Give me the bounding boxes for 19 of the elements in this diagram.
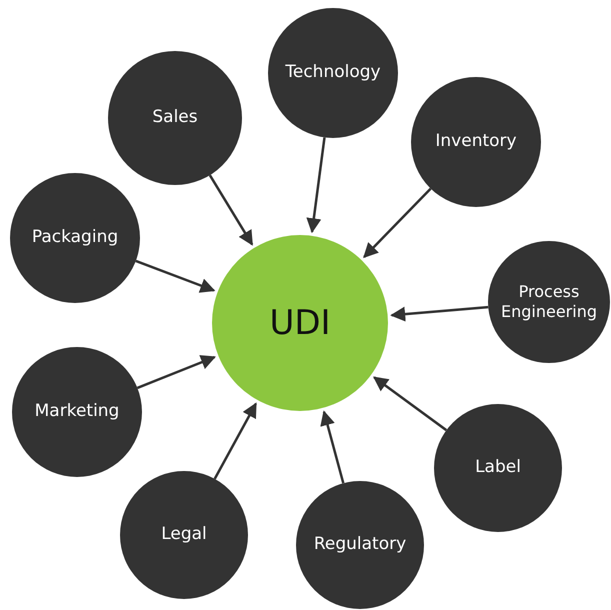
topic-label: Packaging xyxy=(32,227,118,249)
topic-label: Regulatory xyxy=(314,534,406,556)
topic-label: Inventory xyxy=(435,131,517,153)
topic-label: Legal xyxy=(161,524,207,546)
arrow xyxy=(320,410,344,484)
arrow xyxy=(208,174,254,246)
arrow xyxy=(135,260,216,293)
arrow xyxy=(306,137,326,234)
arrow xyxy=(136,355,216,390)
topic-label: Label xyxy=(475,457,521,479)
center-label: UDI xyxy=(269,302,331,344)
topic-label: Sales xyxy=(152,107,198,129)
arrow xyxy=(390,306,488,322)
topic-label: Marketing xyxy=(34,401,120,423)
arrow xyxy=(363,188,432,258)
topic-label: Technology xyxy=(285,62,381,84)
topic-label: Process Engineering xyxy=(500,282,598,322)
arrow xyxy=(373,376,448,432)
arrow xyxy=(214,402,257,480)
